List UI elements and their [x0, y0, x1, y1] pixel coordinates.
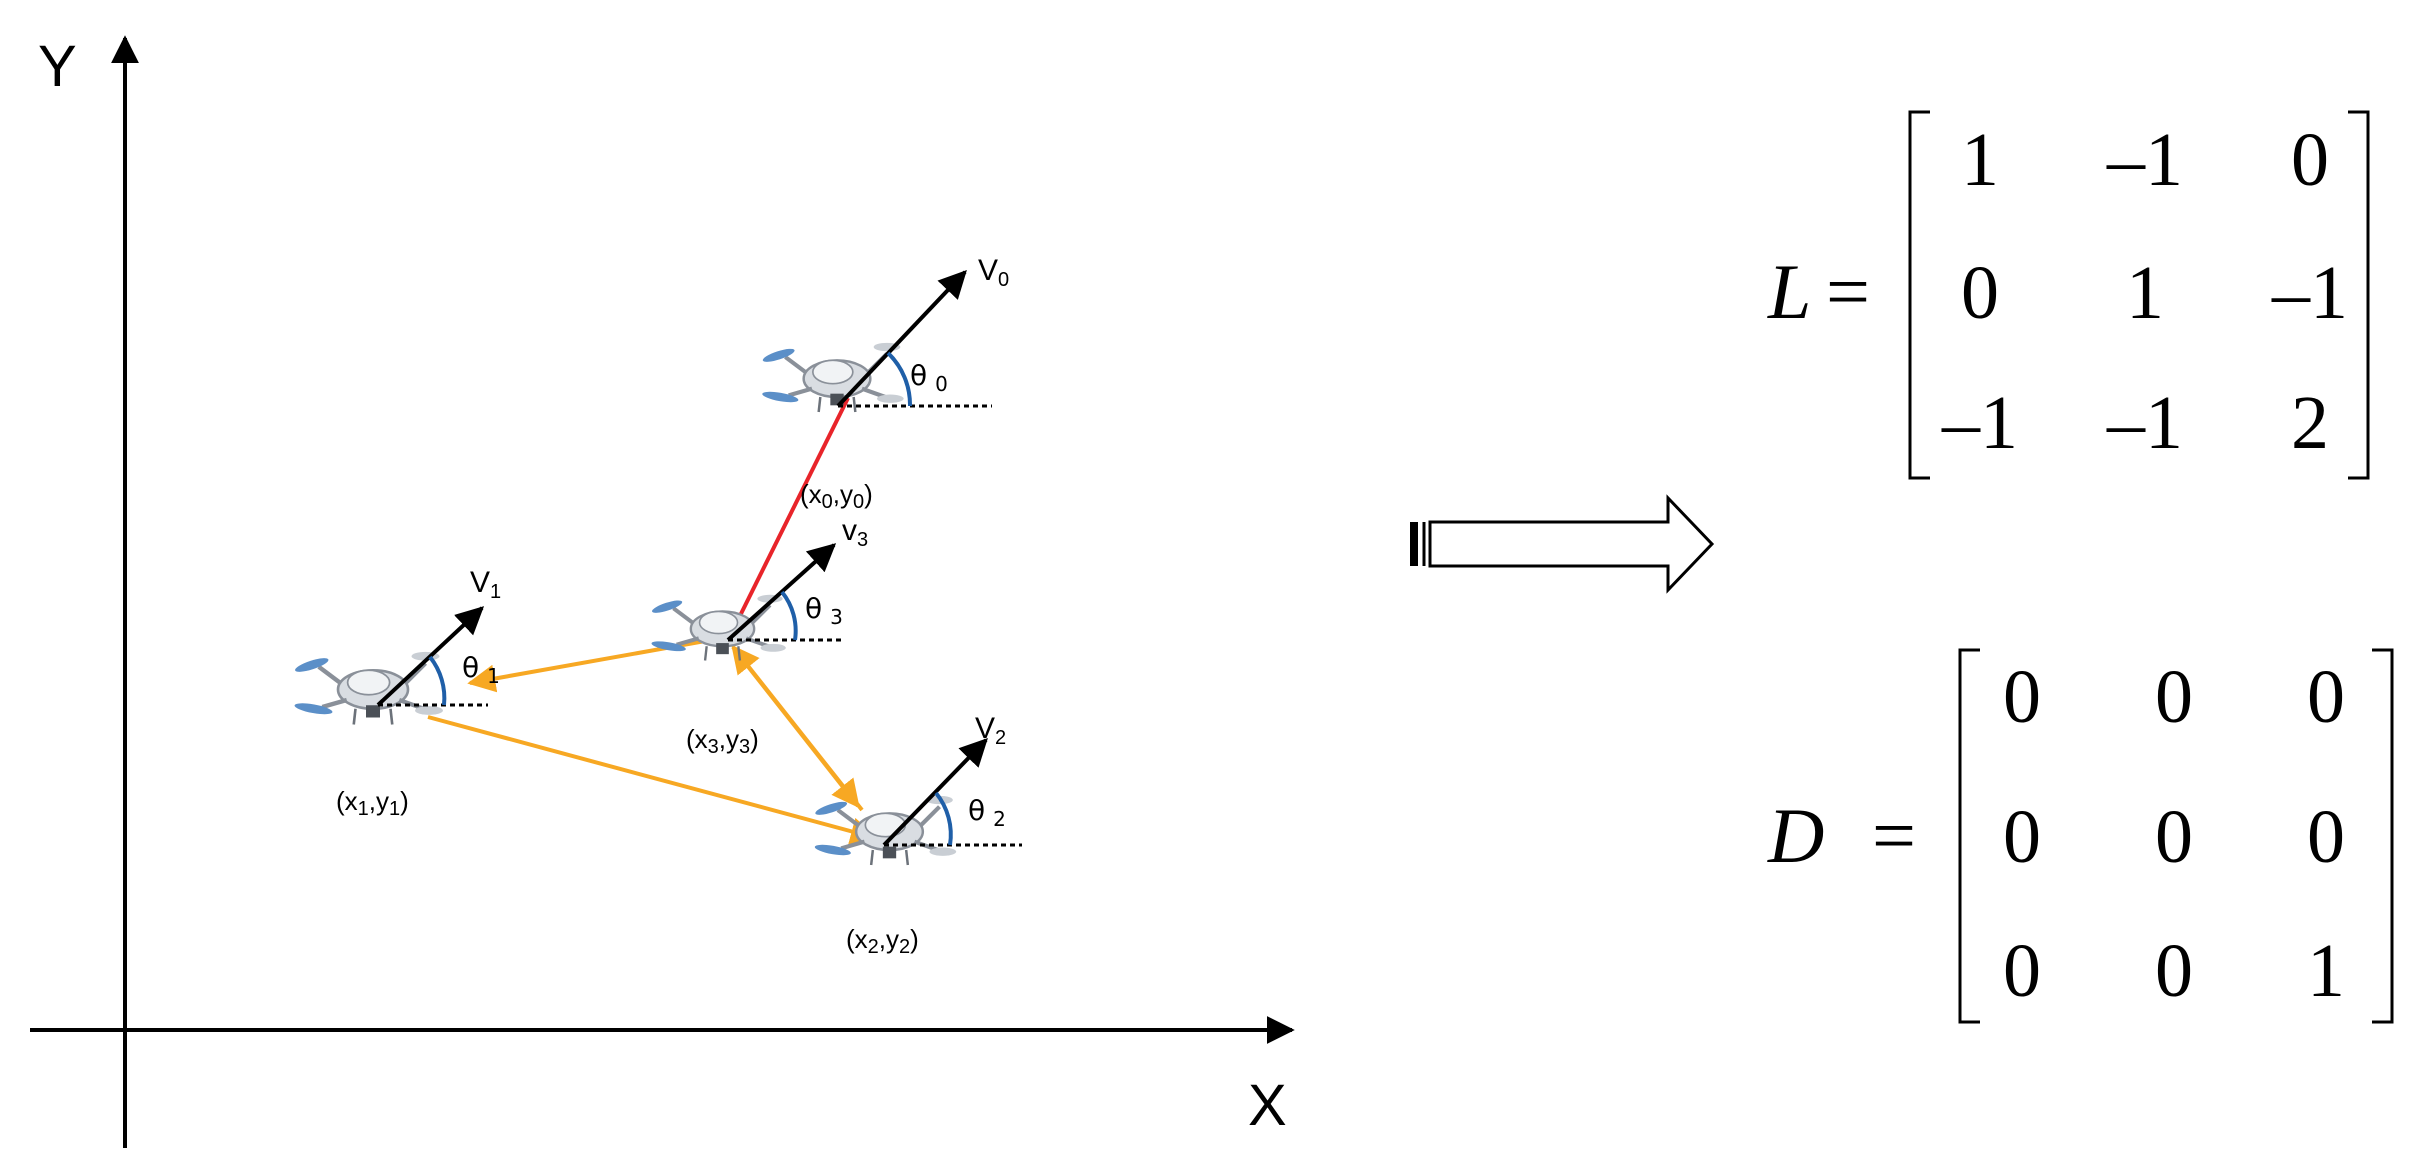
x-axis-label: X	[1248, 1073, 1287, 1138]
drone-1-velocity-arrow	[376, 606, 485, 707]
laplacian-matrix: L = 1 –1 0 0 1 –1 –1 –1 2	[1767, 110, 2370, 480]
matrix-l-name: L	[1767, 248, 1811, 335]
drone-0-image	[762, 343, 904, 412]
implies-arrow	[1410, 494, 1715, 594]
y-axis-label: Y	[38, 34, 77, 99]
leader-matrix: D = 0 0 0 0 0 0 0 0 1	[1767, 648, 2394, 1024]
matrix-l-equals: =	[1826, 248, 1870, 335]
link-0-to-3	[726, 397, 850, 643]
matrix-cell: 0	[2155, 929, 2193, 1013]
matrix-cell: 0	[2307, 655, 2345, 739]
matrix-cell: 1	[2307, 929, 2345, 1013]
drone-1-angle-arc	[428, 655, 447, 706]
drone-3-angle-arc	[780, 590, 798, 641]
matrix-cell: 0	[1961, 251, 1999, 335]
matrix-l-left-bracket	[1908, 110, 1930, 480]
drone-1-velocity-label: V1	[470, 566, 501, 603]
drone-1-position-label: (x1,y1)	[336, 786, 409, 820]
drone-2-position-label: (x2,y2)	[846, 924, 919, 958]
drone-0-angle-arc	[886, 351, 913, 407]
link-3-to-1	[467, 636, 723, 693]
matrix-d-left-bracket	[1958, 648, 1980, 1024]
matrix-l-right-bracket	[2348, 110, 2370, 480]
link-3-to-2	[733, 648, 860, 809]
matrix-cell: –1	[2271, 251, 2348, 335]
matrix-cell: 0	[2291, 118, 2329, 202]
matrix-d-equals: =	[1872, 792, 1916, 879]
matrix-cell: 1	[2126, 251, 2164, 335]
drone-3-velocity-arrow	[726, 543, 837, 642]
matrix-cell: 0	[2003, 795, 2041, 879]
matrix-cell: 2	[2291, 381, 2329, 465]
matrix-d-name: D	[1767, 792, 1824, 879]
matrix-cell: 0	[2307, 795, 2345, 879]
matrix-d-right-bracket	[2372, 648, 2394, 1024]
drone-0-velocity-arrow	[836, 269, 967, 408]
link-1-to-2	[427, 715, 879, 845]
matrix-cell: 0	[2003, 929, 2041, 1013]
drone-2-image	[814, 796, 956, 865]
drone-2-angle-arc	[934, 791, 953, 846]
drone-2-velocity-arrow	[882, 737, 988, 847]
matrix-cell: 0	[2155, 655, 2193, 739]
matrix-cell: –1	[1941, 381, 2018, 465]
matrix-cell: 0	[2155, 795, 2193, 879]
drone-2-velocity-label: V2	[975, 712, 1006, 749]
drone-3-velocity-label: v3	[842, 514, 868, 551]
matrix-cell: –1	[2106, 381, 2183, 465]
drone-0-velocity-label: V0	[978, 254, 1009, 291]
matrix-cell: 0	[2003, 655, 2041, 739]
coordinate-axes: Y X	[30, 34, 1295, 1148]
matrix-cell: –1	[2106, 118, 2183, 202]
drone-0-position-label: (x0,y0)	[800, 479, 873, 513]
drone-3-position-label: (x3,y3)	[686, 724, 759, 758]
matrix-cell: 1	[1961, 118, 1999, 202]
